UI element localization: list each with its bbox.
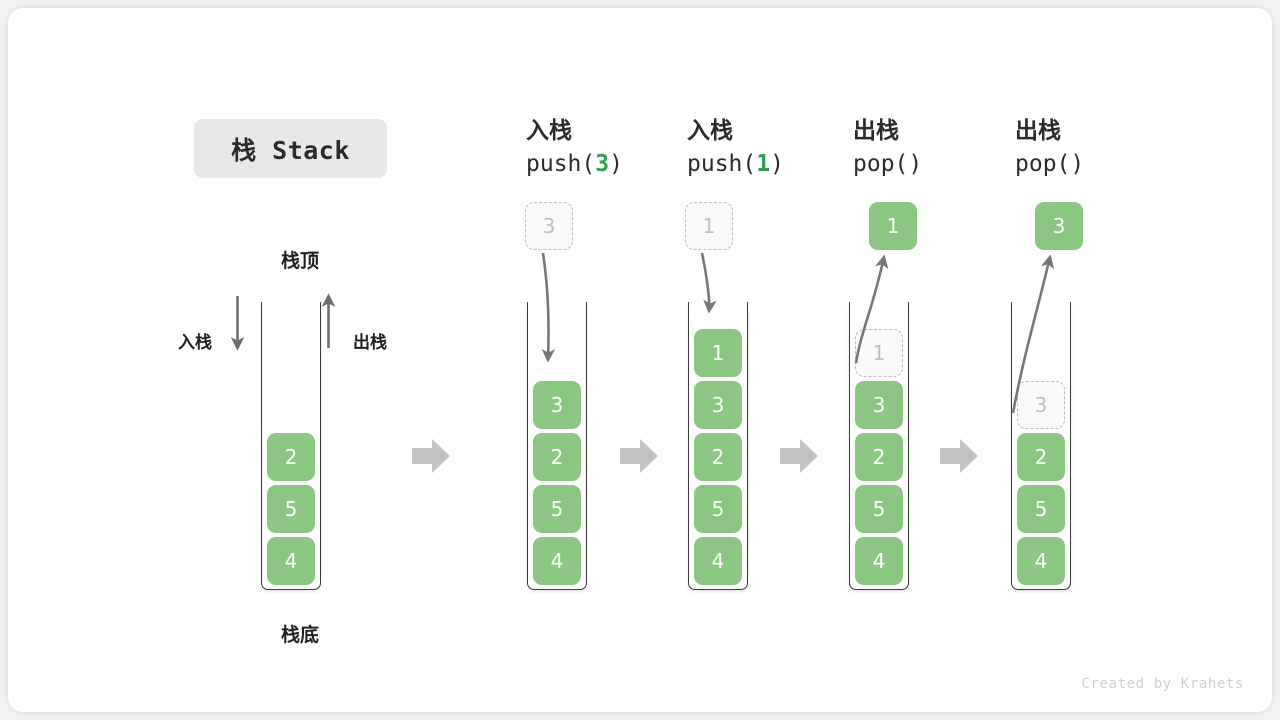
stack-cell: 4 bbox=[533, 537, 581, 585]
stage-caption-cn: 出栈 bbox=[1015, 118, 1061, 144]
floating-cell-push-1: 1 bbox=[685, 202, 733, 250]
stack-cell-ghost: 1 bbox=[855, 329, 903, 377]
floating-cell-push-3: 3 bbox=[525, 202, 573, 250]
stack-cell: 1 bbox=[694, 329, 742, 377]
stage-caption-code: pop() bbox=[853, 150, 923, 177]
stack-cell: 4 bbox=[694, 537, 742, 585]
stack-cell: 2 bbox=[533, 433, 581, 481]
stack-cell: 3 bbox=[855, 381, 903, 429]
stack-cell: 5 bbox=[694, 485, 742, 533]
diagram-title-text: 栈 Stack bbox=[231, 135, 350, 165]
step-arrow bbox=[620, 439, 658, 473]
stack-cell: 5 bbox=[855, 485, 903, 533]
stack-cell: 3 bbox=[694, 381, 742, 429]
stage-caption-push-1: 入栈 push(1) bbox=[687, 115, 877, 180]
stack-cell-ghost: 3 bbox=[1017, 381, 1065, 429]
stage-caption-code: push(1) bbox=[687, 150, 784, 177]
stack-bottom-label: 栈底 bbox=[280, 624, 319, 646]
stack-cell: 3 bbox=[533, 381, 581, 429]
stack-top-label: 栈顶 bbox=[280, 250, 319, 272]
stack-cell: 5 bbox=[533, 485, 581, 533]
stage-caption-cn: 入栈 bbox=[687, 118, 733, 144]
stage-caption-cn: 出栈 bbox=[853, 118, 899, 144]
step-arrow bbox=[412, 439, 450, 473]
stage-caption-pop-3: 出栈 pop() bbox=[1015, 115, 1205, 180]
floating-cell-pop-3: 3 bbox=[1035, 202, 1083, 250]
stage-caption-push-3: 入栈 push(3) bbox=[526, 115, 716, 180]
stack-cell: 2 bbox=[267, 433, 315, 481]
diagram-title-chip: 栈 Stack bbox=[194, 119, 387, 178]
arrow-overlay bbox=[230, 252, 1055, 473]
step-arrow bbox=[780, 439, 818, 473]
pop-side-label: 出栈 bbox=[353, 333, 387, 353]
stack-cell: 5 bbox=[267, 485, 315, 533]
stage-caption-code: pop() bbox=[1015, 150, 1085, 177]
footer-credit: Created by Krahets bbox=[1081, 676, 1244, 692]
stack-cell: 5 bbox=[1017, 485, 1065, 533]
stack-cell: 4 bbox=[1017, 537, 1065, 585]
stack-cell: 4 bbox=[267, 537, 315, 585]
stack-cell: 2 bbox=[1017, 433, 1065, 481]
stage-caption-code: push(3) bbox=[526, 150, 623, 177]
stage-caption-pop-1: 出栈 pop() bbox=[853, 115, 1043, 180]
stack-cell: 4 bbox=[855, 537, 903, 585]
stack-cell: 2 bbox=[694, 433, 742, 481]
stage-caption-cn: 入栈 bbox=[526, 118, 572, 144]
stack-cell: 2 bbox=[855, 433, 903, 481]
step-arrow bbox=[940, 439, 978, 473]
push-side-label: 入栈 bbox=[178, 333, 212, 353]
floating-cell-pop-1: 1 bbox=[869, 202, 917, 250]
